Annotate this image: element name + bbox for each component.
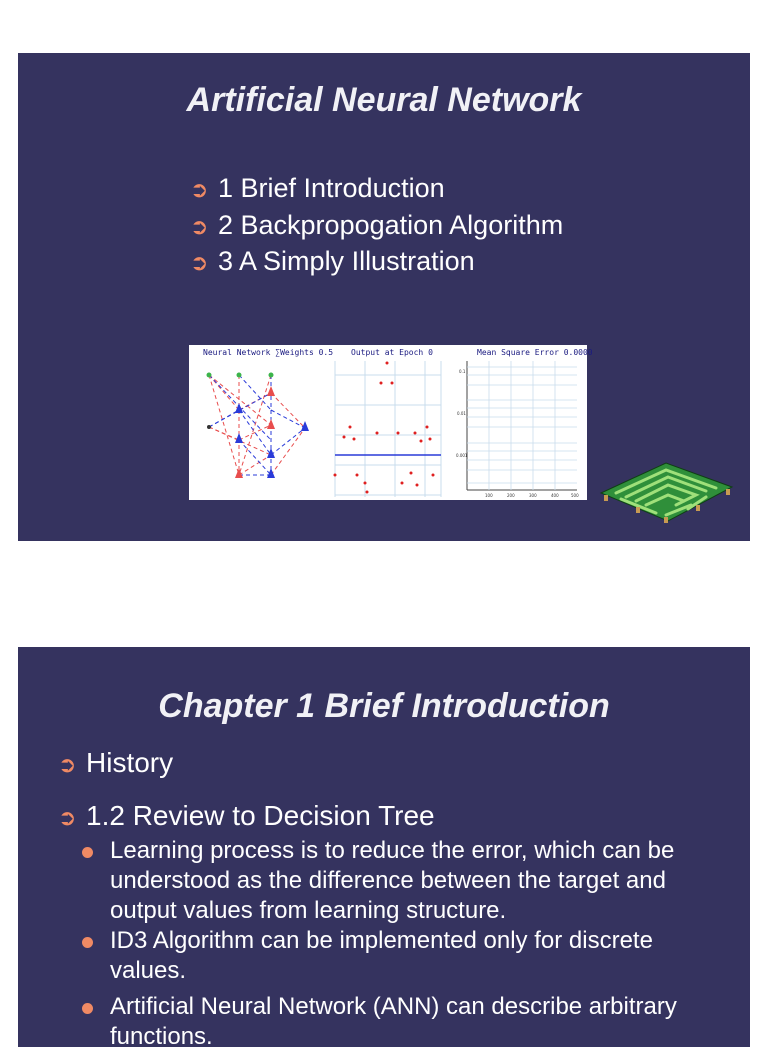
slide-2: Chapter 1 Brief Introduction ➲History ➲1… (18, 647, 750, 1050)
neural-network-illustration: Neural Network ∑Weights 0.5 Output at Ep… (189, 345, 593, 500)
illustration-svg: Neural Network ∑Weights 0.5 Output at Ep… (203, 348, 593, 498)
arrow-bullet-icon: ➲ (190, 250, 209, 275)
slide-2-bullet: ➲History (58, 747, 173, 779)
slide-1-title: Artificial Neural Network (186, 81, 582, 119)
arrow-bullet-icon: ➲ (58, 805, 77, 830)
y-tick-label: 0.1 (459, 369, 466, 374)
x-tick-label: 200 (507, 493, 515, 498)
panel-3-title: Mean Square Error 0.0000 (477, 348, 593, 357)
x-tick-label: 100 (485, 493, 493, 498)
panel-1-title: Neural Network ∑Weights 0.5 (203, 348, 333, 357)
panel-2-title: Output at Epoch 0 (351, 348, 433, 357)
x-tick-label: 300 (529, 493, 537, 498)
x-tick-label: 400 (551, 493, 559, 498)
list-item: ➲1 Brief Introduction (190, 171, 563, 208)
arrow-bullet-icon: ➲ (190, 177, 209, 202)
slide-2-title: Chapter 1 Brief Introduction (158, 687, 610, 725)
slide-2-bullet: ➲1.2 Review to Decision Tree (58, 800, 435, 832)
arrow-bullet-icon: ➲ (58, 752, 77, 777)
y-tick-label: 0.01 (457, 411, 466, 416)
y-tick-label: 0.001 (456, 453, 468, 458)
maze-icon (599, 462, 734, 523)
list-item: ➲2 Backpropogation Algorithm (190, 208, 563, 245)
list-item: Artificial Neural Network (ANN) can desc… (80, 992, 730, 1052)
dot-bullet-icon (82, 1003, 93, 1014)
arrow-bullet-icon: ➲ (190, 213, 209, 239)
output-plot (333, 361, 442, 497)
dot-bullet-icon (82, 847, 93, 858)
list-item: Learning process is to reduce the error,… (80, 836, 730, 926)
list-item: ➲3 A Simply Illustration (190, 244, 563, 281)
list-item: ID3 Algorithm can be implemented only fo… (80, 926, 730, 986)
list-item: ➲History (58, 747, 174, 778)
mse-plot: 0.1 0.01 0.001 100 200 300 400 500 (456, 361, 579, 498)
slide-1: Artificial Neural Network ➲1 Brief Intro… (18, 53, 750, 541)
dot-bullet-icon (82, 937, 93, 948)
list-item: ➲1.2 Review to Decision Tree (58, 800, 435, 831)
slide-2-sub-bullet-list: Learning process is to reduce the error,… (80, 836, 730, 1052)
slide-1-bullet-list: ➲1 Brief Introduction ➲2 Backpropogation… (190, 171, 563, 281)
network-diagram (206, 372, 309, 478)
x-tick-label: 500 (571, 493, 579, 498)
